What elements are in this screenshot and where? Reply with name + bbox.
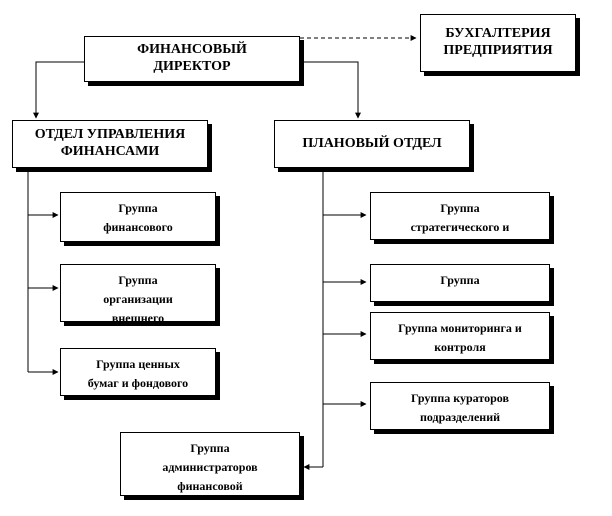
planning-group-3-line-2: контроля: [434, 340, 486, 354]
planning-group-3-line-1: Группа мониторинга и: [398, 321, 522, 335]
finance-group-2-line-2: организации: [103, 292, 173, 306]
finance-group-3-box: Группа ценных бумаг и фондового: [60, 348, 216, 396]
finance-dept-line-1: ОТДЕЛ УПРАВЛЕНИЯ: [34, 127, 186, 143]
admin-group-box: Группа администраторов финансовой: [120, 432, 300, 496]
finance-group-1-line-1: Группа: [118, 201, 158, 215]
connector-director-planning-dept: [300, 61, 361, 119]
planning-group-1-line-1: Группа: [440, 201, 480, 215]
accounting-box: БУХГАЛТЕРИЯ ПРЕДПРИЯТИЯ: [420, 14, 576, 72]
planning-group-3-box: Группа мониторинга и контроля: [370, 312, 550, 360]
finance-group-3-line-1: Группа ценных: [96, 357, 180, 371]
planning-group-4-line-2: подразделений: [419, 410, 501, 424]
planning-group-2-line-1: Группа: [440, 273, 480, 287]
accounting-line-2: ПРЕДПРИЯТИЯ: [443, 43, 553, 58]
finance-group-2-line-1: Группа: [118, 273, 158, 287]
planning-group-4-box: Группа кураторов подразделений: [370, 382, 550, 430]
finance-group-1-line-2: финансового: [103, 220, 173, 234]
planning-group-1-box: Группа стратегического и: [370, 192, 550, 240]
planning-group-4-line-1: Группа кураторов: [411, 391, 509, 405]
admin-group-line-1: Группа: [190, 441, 230, 455]
director-line-2: ДИРЕКТОР: [153, 59, 231, 74]
admin-group-line-3: финансовой: [177, 479, 243, 493]
director-line-1: ФИНАНСОВЫЙ: [137, 42, 247, 58]
planning-dept-box: ПЛАНОВЫЙ ОТДЕЛ: [274, 120, 470, 168]
finance-group-2-line-3: внешнего: [111, 311, 165, 322]
admin-group-line-2: администраторов: [162, 460, 258, 474]
finance-dept-line-2: ФИНАНСАМИ: [60, 144, 160, 159]
connector-director-finance-dept: [33, 61, 84, 119]
accounting-line-1: БУХГАЛТЕРИЯ: [445, 26, 551, 42]
planning-dept-line-1: ПЛАНОВЫЙ ОТДЕЛ: [302, 135, 442, 151]
finance-dept-box: ОТДЕЛ УПРАВЛЕНИЯ ФИНАНСАМИ: [12, 120, 208, 168]
finance-group-1-box: Группа финансового: [60, 192, 216, 242]
finance-group-3-line-2: бумаг и фондового: [87, 376, 189, 390]
director-box: ФИНАНСОВЫЙ ДИРЕКТОР: [84, 36, 300, 82]
planning-group-1-line-2: стратегического и: [410, 220, 510, 234]
planning-group-2-box: Группа: [370, 264, 550, 302]
finance-group-2-box: Группа организации внешнего: [60, 264, 216, 322]
